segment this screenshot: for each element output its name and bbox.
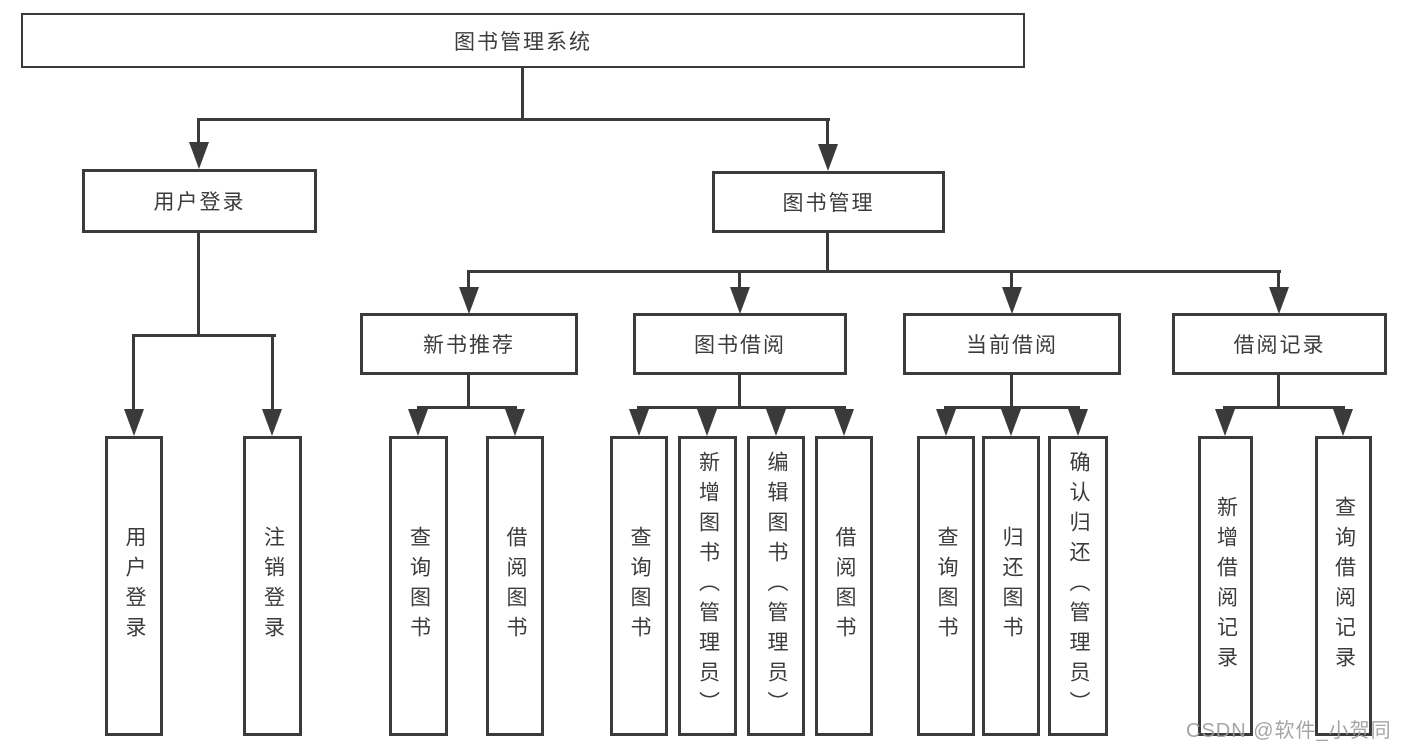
node-label: 图书管理 [782, 192, 875, 215]
arrow-down-icon [262, 409, 282, 436]
node-label: 图书借阅 [694, 334, 786, 357]
connector-hline [132, 334, 276, 337]
arrow-down-icon [505, 409, 525, 436]
connector-vline [197, 118, 200, 142]
arrow-down-icon [1068, 409, 1088, 436]
arrow-down-icon [818, 144, 838, 171]
arrow-down-icon [936, 409, 956, 436]
node-book-borrow: 图书借阅 [633, 313, 847, 375]
node-confirm-return-admin: 确认归还（管理员） [1048, 436, 1108, 736]
connector-vline [738, 375, 741, 408]
node-book-management: 图书管理 [712, 171, 945, 233]
connector-vline [197, 233, 200, 337]
node-return-book: 归还图书 [982, 436, 1040, 736]
node-label: 查询借阅记录 [1332, 496, 1356, 676]
node-label: 归还图书 [1000, 526, 1023, 646]
arrow-down-icon [629, 409, 649, 436]
node-label: 图书管理系统 [454, 30, 592, 54]
connector-vline [826, 233, 829, 273]
arrow-down-icon [189, 142, 209, 169]
arrow-down-icon [1269, 287, 1289, 314]
arrow-down-icon [730, 287, 750, 314]
node-query-books-recommend: 查询图书 [389, 436, 448, 736]
node-add-book-admin: 新增图书（管理员） [678, 436, 737, 736]
connector-vline [467, 375, 470, 408]
arrow-down-icon [1001, 409, 1021, 436]
arrow-down-icon [408, 409, 428, 436]
node-label: 新增图书（管理员） [696, 451, 720, 721]
connector-vline [467, 270, 470, 287]
node-root: 图书管理系统 [21, 13, 1025, 68]
connector-vline [1010, 375, 1013, 408]
arrow-down-icon [124, 409, 144, 436]
arrow-down-icon [1002, 287, 1022, 314]
arrow-down-icon [1215, 409, 1235, 436]
node-label: 借阅图书 [504, 526, 527, 646]
node-login-action: 用户登录 [105, 436, 163, 736]
node-logout-action: 注销登录 [243, 436, 302, 736]
connector-hline [1223, 406, 1345, 409]
node-borrow-books: 借阅图书 [815, 436, 873, 736]
node-label: 用户登录 [123, 526, 146, 646]
node-borrow-books-recommend: 借阅图书 [486, 436, 544, 736]
watermark: CSDN @软件_小贺同学 [1186, 720, 1392, 742]
connector-vline [1010, 270, 1013, 287]
node-label: 查询图书 [935, 526, 958, 646]
node-query-books-current: 查询图书 [917, 436, 975, 736]
arrow-down-icon [766, 409, 786, 436]
node-edit-book-admin: 编辑图书（管理员） [747, 436, 805, 736]
connector-hline [468, 270, 1281, 273]
node-borrow-records: 借阅记录 [1172, 313, 1387, 375]
connector-hline [197, 118, 830, 121]
connector-vline [826, 118, 829, 144]
node-label: 新增借阅记录 [1214, 496, 1238, 676]
arrow-down-icon [834, 409, 854, 436]
connector-hline [944, 406, 1080, 409]
connector-hline [637, 406, 846, 409]
connector-vline [1277, 270, 1280, 287]
connector-hline [417, 406, 517, 409]
node-label: 确认归还（管理员） [1067, 451, 1090, 721]
connector-vline [1277, 375, 1280, 408]
node-label: 编辑图书（管理员） [765, 451, 788, 721]
connector-vline [738, 270, 741, 287]
node-query-books-borrow: 查询图书 [610, 436, 668, 736]
node-current-borrow: 当前借阅 [903, 313, 1121, 375]
node-label: 当前借阅 [966, 334, 1058, 357]
node-label: 查询图书 [407, 526, 431, 646]
node-label: 借阅记录 [1233, 334, 1326, 357]
connector-vline [521, 68, 524, 121]
node-label: 新书推荐 [423, 334, 515, 357]
node-label: 查询图书 [628, 526, 651, 646]
node-user-login: 用户登录 [82, 169, 317, 233]
connector-vline [271, 334, 274, 409]
node-label: 用户登录 [153, 191, 246, 214]
node-label: 注销登录 [261, 526, 285, 646]
node-query-borrow-record: 查询借阅记录 [1315, 436, 1372, 736]
connector-vline [132, 334, 135, 409]
node-add-borrow-record: 新增借阅记录 [1198, 436, 1253, 736]
node-label: 借阅图书 [833, 526, 856, 646]
arrow-down-icon [459, 287, 479, 314]
arrow-down-icon [697, 409, 717, 436]
arrow-down-icon [1333, 409, 1353, 436]
node-new-book-recommend: 新书推荐 [360, 313, 578, 375]
